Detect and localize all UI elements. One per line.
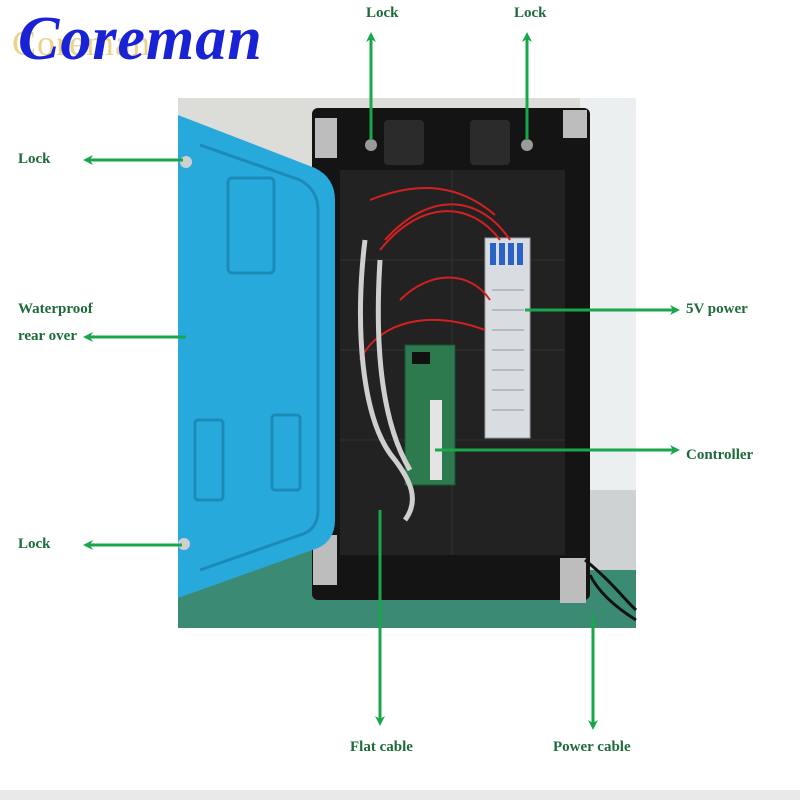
waterproof-rear-cover bbox=[178, 115, 335, 598]
wiring bbox=[359, 187, 511, 361]
logo-text: Coreman bbox=[18, 5, 263, 73]
power-cables bbox=[584, 558, 638, 622]
logo-watermark-text: Coreman bbox=[12, 23, 151, 63]
coreman-logo: Coreman Coreman bbox=[10, 2, 310, 82]
flat-cables bbox=[357, 239, 415, 522]
label-waterproof-line2: rear over bbox=[18, 328, 77, 344]
cabinet-handle-right bbox=[470, 120, 510, 165]
corner-bracket-br bbox=[560, 558, 586, 603]
controller-connector bbox=[430, 400, 442, 480]
label-lock-top-1: Lock bbox=[366, 5, 399, 21]
cover-ribs bbox=[193, 143, 320, 572]
lock-pin-top-left bbox=[365, 139, 377, 151]
label-lock-top-2: Lock bbox=[514, 5, 547, 21]
psu-vents bbox=[492, 289, 524, 411]
callout-arrows bbox=[83, 32, 680, 730]
photo bbox=[178, 98, 638, 628]
label-flat-cable: Flat cable bbox=[350, 739, 413, 755]
label-power-cable: Power cable bbox=[553, 739, 631, 755]
controller-chip bbox=[412, 352, 430, 364]
psu-terminals bbox=[490, 243, 523, 265]
label-waterproof-line1: Waterproof bbox=[18, 301, 93, 317]
desk-object bbox=[590, 490, 636, 570]
label-lock-left-top: Lock bbox=[18, 151, 51, 167]
cover-lock-top bbox=[180, 156, 192, 168]
label-5v-power: 5V power bbox=[686, 301, 748, 317]
lock-pin-top-right bbox=[521, 139, 533, 151]
cabinet-handle-left bbox=[384, 120, 424, 165]
label-controller: Controller bbox=[686, 447, 754, 463]
corner-bracket-tl bbox=[315, 118, 337, 158]
corner-bracket-tr bbox=[563, 110, 587, 138]
cover-lock-bottom bbox=[178, 538, 190, 550]
power-supply bbox=[484, 237, 531, 439]
bottom-strip bbox=[0, 790, 800, 800]
label-lock-left-bottom: Lock bbox=[18, 536, 51, 552]
